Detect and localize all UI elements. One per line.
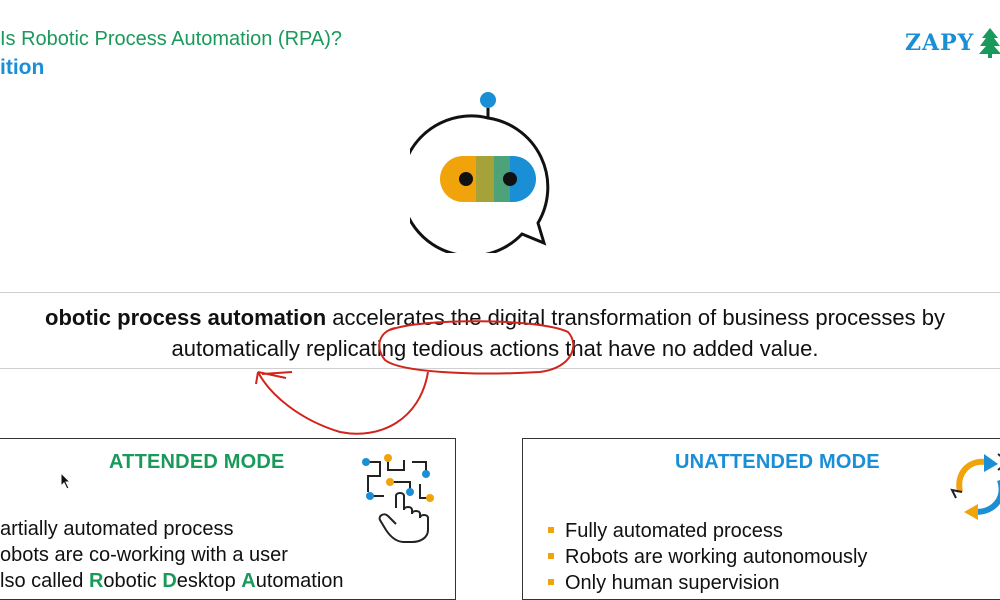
- acronym-letter-d: D: [162, 570, 177, 592]
- unattended-item-1: Fully automated process: [565, 520, 783, 542]
- list-item: Robots are working autonomously: [548, 544, 867, 570]
- robot-chat-icon: [410, 92, 550, 253]
- list-item: Fully automated process: [548, 518, 867, 544]
- attended-mode-list: artially automated process obots are co-…: [0, 516, 344, 594]
- unattended-mode-list: Fully automated process Robots are worki…: [548, 518, 867, 596]
- list-item: artially automated process: [0, 516, 344, 542]
- acronym-word-desktop: esktop: [176, 570, 242, 592]
- unattended-item-3: Only human supervision: [565, 572, 780, 594]
- mouse-cursor-icon: [60, 472, 72, 490]
- definition-line2-post: that have no added value.: [565, 336, 819, 361]
- definition-text: obotic process automation accelerates th…: [0, 302, 1000, 364]
- attended-item-3-pre: lso called: [0, 570, 89, 592]
- acronym-word-robotic: obotic: [103, 570, 163, 592]
- tree-logo-icon: [979, 28, 1000, 58]
- list-item: lso called Robotic Desktop Automation: [0, 568, 344, 594]
- bullet-icon: [548, 526, 554, 533]
- definition-highlight: tedious actions: [406, 336, 566, 361]
- definition-line-2: automatically replicating tedious action…: [0, 333, 1000, 364]
- definition-line2-pre: automatically replicating: [171, 336, 407, 361]
- divider-bottom: [0, 368, 1000, 369]
- attended-item-2: obots are co-working with a user: [0, 544, 288, 566]
- acronym-letter-a: A: [241, 570, 256, 592]
- divider-top: [0, 292, 1000, 293]
- definition-line1-rest: accelerates the digital transformation o…: [326, 305, 945, 330]
- acronym-word-automation: utomation: [255, 570, 344, 592]
- circuit-hand-icon: [362, 454, 434, 543]
- bullet-icon: [548, 578, 554, 585]
- attended-item-1: artially automated process: [0, 518, 234, 540]
- unattended-mode-title: UNATTENDED MODE: [675, 451, 880, 473]
- unattended-item-2: Robots are working autonomously: [565, 546, 868, 568]
- list-item: Only human supervision: [548, 570, 867, 596]
- list-item: obots are co-working with a user: [0, 542, 344, 568]
- bullet-icon: [548, 552, 554, 559]
- definition-line-1: obotic process automation accelerates th…: [0, 302, 1000, 333]
- acronym-letter-r: R: [88, 570, 104, 592]
- definition-bold: obotic process automation: [45, 305, 327, 330]
- attended-mode-title: ATTENDED MODE: [109, 451, 285, 473]
- recycle-arrows-icon: [950, 453, 1000, 520]
- section-subtitle: ition: [0, 56, 45, 79]
- unattended-mode-card: [522, 438, 1000, 600]
- logo-text: ZAPY: [905, 30, 975, 56]
- page-title: Is Robotic Process Automation (RPA)?: [0, 28, 342, 50]
- brand-logo: ZAPY: [905, 30, 974, 56]
